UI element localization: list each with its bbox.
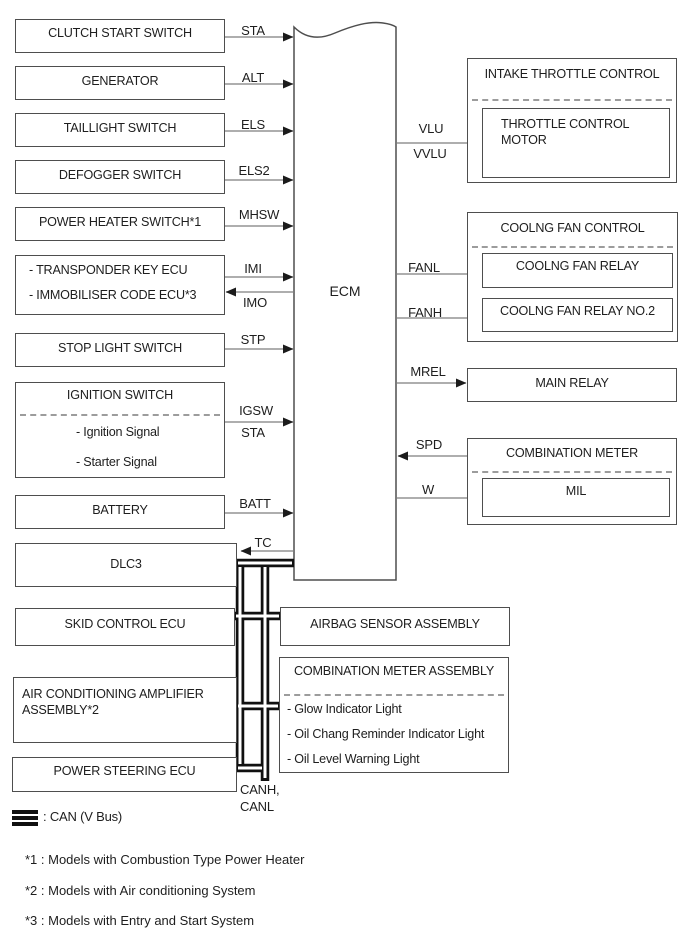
- signal-tc: TC: [254, 535, 272, 550]
- box-battery: BATTERY: [15, 495, 225, 529]
- box-clutch-start-switch: CLUTCH START SWITCH: [15, 19, 225, 53]
- signal-alt: ALT: [241, 70, 265, 85]
- dashed-separator: [20, 414, 220, 416]
- ecm-label: ECM: [329, 283, 361, 299]
- signal-igsw: IGSW: [239, 403, 273, 418]
- signal-vvlu: VVLU: [413, 146, 447, 161]
- signal-spd: SPD: [415, 437, 443, 452]
- box-title: CLUTCH START SWITCH: [48, 26, 192, 40]
- box-title: MAIN RELAY: [535, 376, 609, 390]
- box-title: COOLNG FAN CONTROL: [500, 221, 645, 235]
- box-stop-light-switch: STOP LIGHT SWITCH: [15, 333, 225, 367]
- box-title: GENERATOR: [81, 74, 159, 88]
- box-combination-meter-assembly: COMBINATION METER ASSEMBLY - Glow Indica…: [279, 657, 509, 773]
- box-airbag-sensor-assembly: AIRBAG SENSOR ASSEMBLY: [280, 607, 510, 646]
- oil-level-warning-light: - Oil Level Warning Light: [287, 752, 420, 766]
- dashed-separator: [472, 471, 672, 473]
- box-title: AIR CONDITIONING AMPLIFIER ASSEMBLY*2: [22, 687, 204, 717]
- signal-mrel: MREL: [410, 364, 446, 379]
- box-defogger-switch: DEFOGGER SWITCH: [15, 160, 225, 194]
- box-cooling-fan-relay-no2: COOLNG FAN RELAY NO.2: [482, 298, 673, 332]
- box-dlc3: DLC3: [15, 543, 237, 587]
- dashed-separator: [284, 694, 504, 696]
- signal-canl: CANL: [240, 799, 274, 814]
- box-title: INTAKE THROTTLE CONTROL: [484, 67, 660, 81]
- can-bus-legend-icon: [12, 810, 38, 826]
- box-title: COMBINATION METER ASSEMBLY: [293, 664, 495, 678]
- signal-arrows: [225, 32, 482, 556]
- signal-imo: IMO: [243, 295, 267, 310]
- oil-change-reminder-indicator-light: - Oil Chang Reminder Indicator Light: [287, 727, 485, 741]
- signal-fanl: FANL: [408, 260, 440, 275]
- legend-bar: [12, 810, 38, 814]
- signal-els2: ELS2: [238, 163, 270, 178]
- box-cooling-fan-relay: COOLNG FAN RELAY: [482, 253, 673, 288]
- box-transponder-immobiliser: - TRANSPONDER KEY ECU - IMMOBILISER CODE…: [15, 255, 225, 315]
- footnote-3: *3 : Models with Entry and Start System: [25, 913, 255, 928]
- dashed-separator: [472, 99, 672, 101]
- legend-bar: [12, 822, 38, 826]
- box-title: AIRBAG SENSOR ASSEMBLY: [310, 617, 480, 631]
- box-title: COOLNG FAN RELAY: [515, 259, 640, 273]
- can-bus-white-core: [236, 561, 292, 778]
- box-throttle-control-motor: THROTTLE CONTROL MOTOR: [482, 108, 670, 178]
- signal-els: ELS: [241, 117, 265, 132]
- signal-fanh: FANH: [408, 305, 442, 320]
- box-skid-control-ecu: SKID CONTROL ECU: [15, 608, 235, 646]
- signal-sta: STA: [241, 23, 265, 38]
- signal-sta2: STA: [241, 425, 265, 440]
- box-title: STOP LIGHT SWITCH: [58, 341, 182, 355]
- signal-mhsw: MHSW: [238, 207, 280, 222]
- box-mil: MIL: [482, 478, 670, 517]
- box-title: DEFOGGER SWITCH: [58, 168, 182, 182]
- signal-stp: STP: [240, 332, 266, 347]
- box-title: POWER STEERING ECU: [53, 764, 196, 778]
- starter-signal: - Starter Signal: [76, 455, 157, 469]
- signal-canh: CANH,: [240, 782, 280, 797]
- footnote-1: *1 : Models with Combustion Type Power H…: [25, 852, 305, 867]
- box-power-heater-switch: POWER HEATER SWITCH*1: [15, 207, 225, 241]
- box-generator: GENERATOR: [15, 66, 225, 100]
- signal-batt: BATT: [239, 496, 271, 511]
- transponder-key-ecu: - TRANSPONDER KEY ECU: [29, 263, 188, 277]
- signal-vlu: VLU: [418, 121, 444, 136]
- legend-bar: [12, 816, 38, 820]
- box-air-conditioning-amplifier: AIR CONDITIONING AMPLIFIER ASSEMBLY*2: [13, 677, 237, 743]
- box-title: POWER HEATER SWITCH*1: [38, 215, 202, 229]
- box-title: BATTERY: [92, 503, 148, 517]
- box-title: COOLNG FAN RELAY NO.2: [500, 304, 655, 318]
- box-title: SKID CONTROL ECU: [64, 617, 186, 631]
- box-title: IGNITION SWITCH: [66, 388, 174, 402]
- box-taillight-switch: TAILLIGHT SWITCH: [15, 113, 225, 147]
- box-title: MIL: [565, 484, 587, 498]
- box-ignition-switch: IGNITION SWITCH - Ignition Signal - Star…: [15, 382, 225, 478]
- box-power-steering-ecu: POWER STEERING ECU: [12, 757, 237, 792]
- glow-indicator-light: - Glow Indicator Light: [287, 702, 402, 716]
- ecm-box-outline: [293, 21, 397, 581]
- dashed-separator: [472, 246, 673, 248]
- footnote-2: *2 : Models with Air conditioning System: [25, 883, 256, 898]
- box-main-relay: MAIN RELAY: [467, 368, 677, 402]
- can-bus-legend-label: : CAN (V Bus): [43, 809, 123, 824]
- box-title: TAILLIGHT SWITCH: [63, 121, 177, 135]
- signal-imi: IMI: [244, 261, 262, 276]
- signal-w: W: [421, 482, 435, 497]
- box-title: COMBINATION METER: [505, 446, 639, 460]
- box-title: DLC3: [110, 557, 142, 571]
- ignition-signal: - Ignition Signal: [76, 425, 160, 439]
- immobiliser-code-ecu: - IMMOBILISER CODE ECU*3: [29, 288, 197, 302]
- box-title: THROTTLE CONTROL MOTOR: [501, 117, 629, 147]
